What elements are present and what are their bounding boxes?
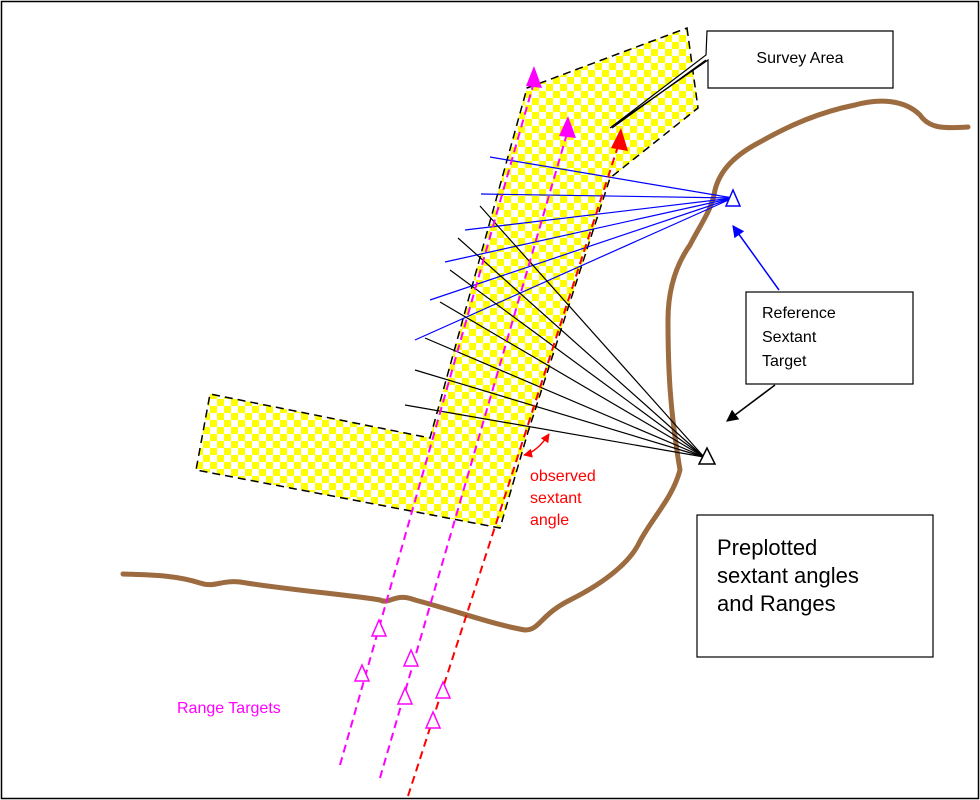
survey-area-polygon [195,26,699,529]
fix-ray [479,205,705,458]
range-targets-label: Range Targets [177,700,281,717]
fix-ray [424,337,705,458]
range-targets [353,618,420,705]
reference-target-label-line3: Target [762,353,807,370]
coastline [120,98,971,633]
observed-angle-label: observed sextant angle [530,468,596,529]
reference-ray [444,197,734,263]
preplotted-label-line2: sextant angles [717,563,859,588]
range-target-triangle [434,680,452,699]
reference-ray [480,193,734,199]
range-target-triangle [370,618,388,637]
survey-area-label: Survey Area [756,50,843,67]
range-arrowhead-left [526,66,542,88]
range-lines [339,81,569,779]
reference-target-blue-icon [724,188,742,207]
range-target-triangle [402,648,420,667]
sextant-targets-red [424,680,452,729]
observed-angle-line1: observed [530,468,596,485]
reference-ray [489,156,734,199]
sextant-line-arrowhead [611,128,628,151]
reference-ray [464,197,734,231]
reference-target-label-line1: Reference [762,305,836,322]
reference-rays [414,156,734,341]
fix-rays [404,205,705,458]
arrow-to-black-target [726,384,776,422]
fix-ray [439,301,705,458]
fix-ray [414,369,705,458]
preplotted-label-line3: and Ranges [717,591,836,616]
arrow-to-blue-target [732,225,780,291]
preplotted-box-rect [696,514,934,658]
reference-ray [414,197,734,341]
survey-area-callout: Survey Area [609,30,894,129]
range-line-left [339,81,535,766]
reference-target-black-icon [697,446,717,465]
range-target-triangle [396,686,414,705]
preplotted-box: Preplotted sextant angles and Ranges [696,514,934,658]
reference-target-box-rect [745,291,914,385]
observed-angle-arc [523,433,550,458]
fix-ray [404,404,705,458]
observed-angle-line3: angle [530,512,569,529]
survey-area-callout-box [609,30,894,129]
sextant-line [407,139,621,797]
fix-ray [457,237,705,458]
reference-target-label-line2: Sextant [762,329,817,346]
range-target-triangle [424,710,442,729]
fix-ray [449,269,705,458]
range-line-middle [379,129,569,779]
preplotted-label-line1: Preplotted [717,535,817,560]
reference-ray [429,197,734,301]
reference-target-box: Reference Sextant Target [745,291,914,385]
observed-angle-line2: sextant [530,490,582,507]
range-arrowhead-middle [559,116,576,138]
range-target-triangle [353,663,371,682]
